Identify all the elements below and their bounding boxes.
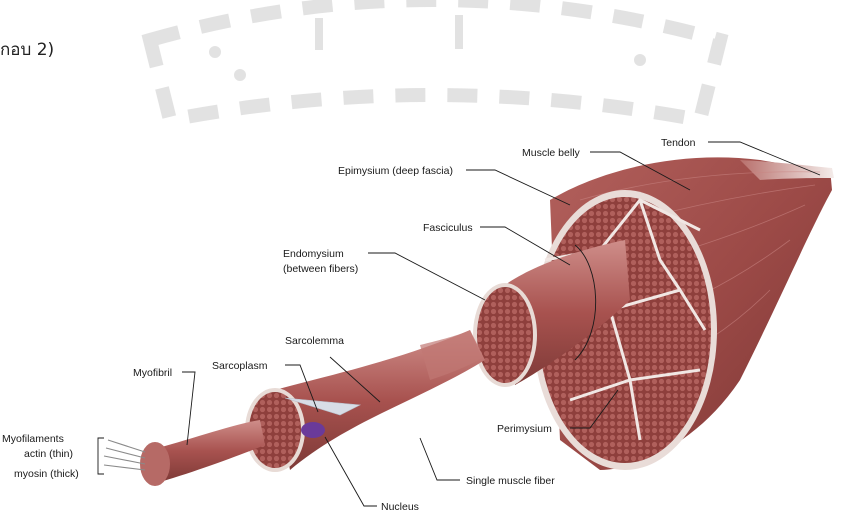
watermark-seal: [150, 0, 720, 120]
label-single-muscle-fiber: Single muscle fiber: [466, 475, 555, 487]
label-fasciculus: Fasciculus: [423, 222, 473, 234]
label-epimysium: Epimysium (deep fascia): [338, 165, 453, 177]
label-sarcolemma: Sarcolemma: [285, 335, 344, 347]
nucleus-shape: [301, 422, 325, 438]
myofibril: [104, 420, 265, 486]
label-perimysium: Perimysium: [497, 423, 552, 435]
label-muscle-belly: Muscle belly: [522, 147, 581, 159]
label-actin: actin (thin): [24, 448, 73, 460]
label-myosin: myosin (thick): [14, 468, 79, 480]
label-endomysium: Endomysium: [283, 248, 344, 260]
label-sarcoplasm: Sarcoplasm: [212, 360, 268, 372]
label-endomysium-sub: (between fibers): [283, 263, 358, 275]
label-tendon: Tendon: [661, 137, 696, 149]
label-myofibril: Myofibril: [133, 367, 172, 379]
label-nucleus: Nucleus: [381, 501, 419, 513]
label-myofilaments: Myofilaments: [2, 433, 64, 445]
single-muscle-fiber: [245, 330, 485, 472]
